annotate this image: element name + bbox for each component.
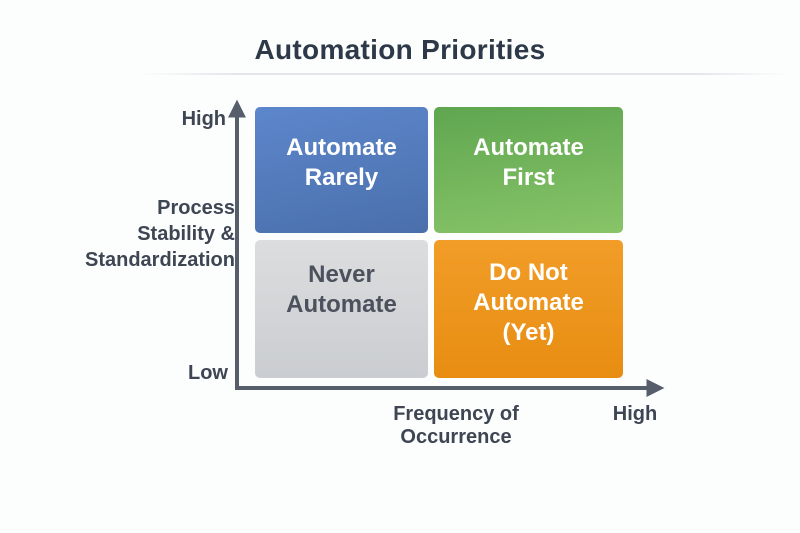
y-axis-title: Process Stability & Standardization bbox=[58, 195, 235, 273]
quadrant-label-line: Rarely bbox=[304, 164, 379, 191]
quadrant-never-automate: Never Automate bbox=[255, 240, 428, 378]
quadrant-label-line: Automate bbox=[473, 289, 584, 316]
y-axis-title-line: Standardization bbox=[84, 249, 235, 271]
quadrant-do-not-automate-yet: Do Not Automate (Yet) bbox=[434, 240, 623, 378]
quadrant-label-line: Never bbox=[308, 261, 375, 288]
quadrant-label-line: (Yet) bbox=[502, 319, 555, 346]
quadrant-label: Automate Rarely bbox=[286, 133, 397, 207]
y-axis-title-line: Stability & bbox=[137, 223, 235, 245]
quadrant-label-line: First bbox=[502, 164, 555, 191]
quadrant-label-line: Automate bbox=[286, 291, 397, 318]
y-axis-high-label: High bbox=[181, 108, 226, 130]
quadrant-automate-first: Automate First bbox=[434, 107, 623, 233]
y-axis-title-line: Process bbox=[157, 197, 235, 219]
quadrant-label-line: Automate bbox=[286, 134, 397, 161]
quadrant-label-line: Automate bbox=[473, 134, 584, 161]
quadrant-automate-rarely: Automate Rarely bbox=[255, 107, 428, 233]
quadrant-label-line: Do Not bbox=[489, 259, 568, 286]
quadrant-label: Never Automate bbox=[286, 260, 397, 358]
figure-title: Automation Priorities bbox=[254, 34, 546, 65]
quadrant-label: Automate First bbox=[473, 133, 584, 207]
x-axis-title: Frequency of Occurrence bbox=[393, 403, 519, 448]
y-axis-low-label: Low bbox=[188, 362, 228, 384]
title-divider bbox=[140, 73, 790, 75]
x-axis-high-label: High bbox=[612, 403, 658, 425]
quadrant-label: Do Not Automate (Yet) bbox=[473, 258, 584, 360]
